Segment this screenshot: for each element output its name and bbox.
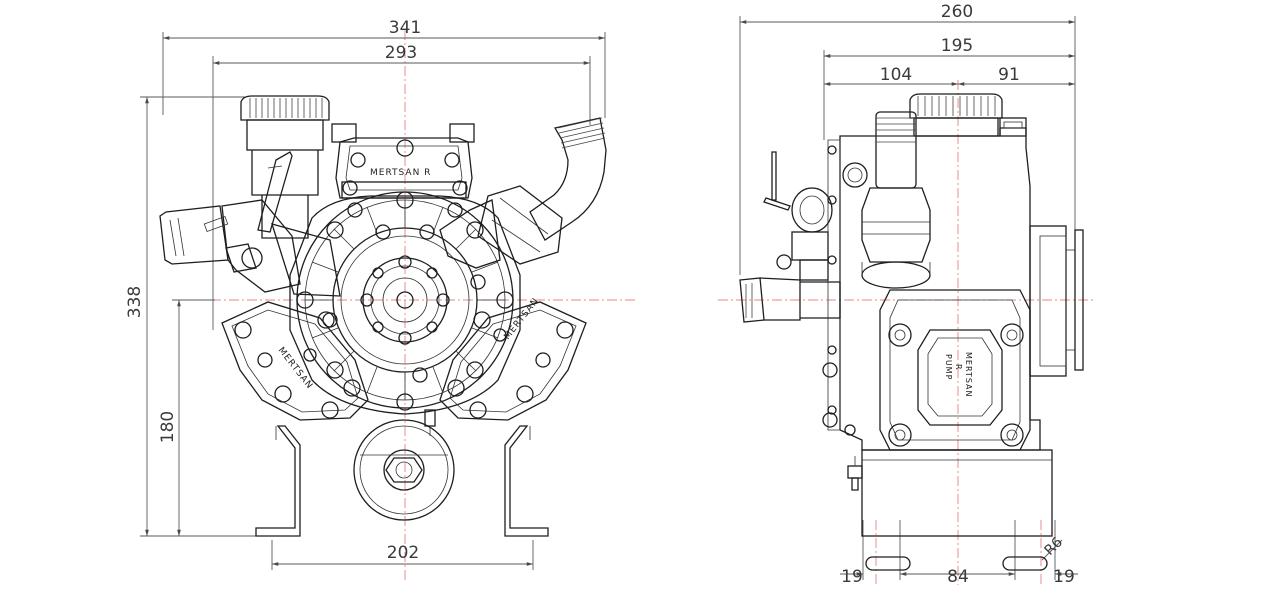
central-body	[289, 191, 521, 436]
side-hand-valve	[739, 151, 841, 323]
dimension-202-label: 202	[387, 543, 419, 563]
right-outlet-elbow	[439, 117, 607, 269]
brand-plate-line-3: PUMP	[944, 354, 953, 380]
dimension-84-label: 84	[947, 567, 969, 587]
brand-left-label: MERTSAN	[276, 346, 315, 392]
radius-r6-label: R6	[1042, 534, 1067, 559]
side-brand-plate: MERTSAN R PUMP	[944, 352, 973, 398]
side-regulator-knob	[909, 93, 1003, 137]
dimension-104: 104	[824, 65, 958, 86]
brand-right-label: MERTSAN	[502, 296, 541, 342]
dimension-202: 202	[271, 540, 534, 570]
dimension-91: 91	[958, 65, 1075, 86]
shaft-housing	[353, 419, 455, 521]
side-left-bolts	[822, 162, 868, 436]
side-centerlines	[718, 80, 1095, 585]
side-outlet-hose	[861, 111, 931, 289]
dimension-180: 180	[158, 299, 215, 536]
dimension-19-right-label: 19	[1053, 567, 1075, 587]
side-base-block	[847, 449, 1053, 537]
side-main-housing	[827, 117, 1084, 451]
dimension-104-label: 104	[880, 65, 912, 85]
dimension-195: 195	[823, 36, 1076, 140]
mounting-feet	[255, 425, 549, 537]
dimension-260: 260	[739, 2, 1076, 275]
dimension-180-label: 180	[158, 411, 178, 443]
brand-top-label: MERTSAN R	[370, 168, 431, 178]
dimension-293: 293	[212, 43, 591, 330]
dimension-338-label: 338	[125, 286, 145, 318]
mounting-slots	[865, 556, 1048, 571]
dimension-341-label: 341	[389, 18, 421, 38]
dimension-195-label: 195	[941, 36, 973, 56]
dimension-293-label: 293	[385, 43, 417, 63]
dimension-91-label: 91	[998, 65, 1020, 85]
dimension-19-left-label: 19	[841, 567, 863, 587]
top-head: MERTSAN R	[331, 123, 475, 199]
dimension-338: 338	[125, 96, 258, 537]
pressure-regulator	[240, 95, 330, 239]
dimension-260-label: 260	[941, 2, 973, 22]
front-centerlines	[175, 30, 635, 580]
left-outlet-pipe	[159, 199, 341, 297]
brand-plate-line-1: MERTSAN	[964, 352, 973, 398]
side-view: 260 195 104 91 19 84	[718, 2, 1095, 587]
front-view: 341 293 338 180 202	[125, 18, 635, 580]
side-diaphragm-cover	[879, 289, 1031, 451]
brand-plate-line-2: R	[954, 364, 963, 371]
dimension-341: 341	[162, 18, 606, 118]
lower-right-head: MERTSAN	[439, 296, 587, 421]
